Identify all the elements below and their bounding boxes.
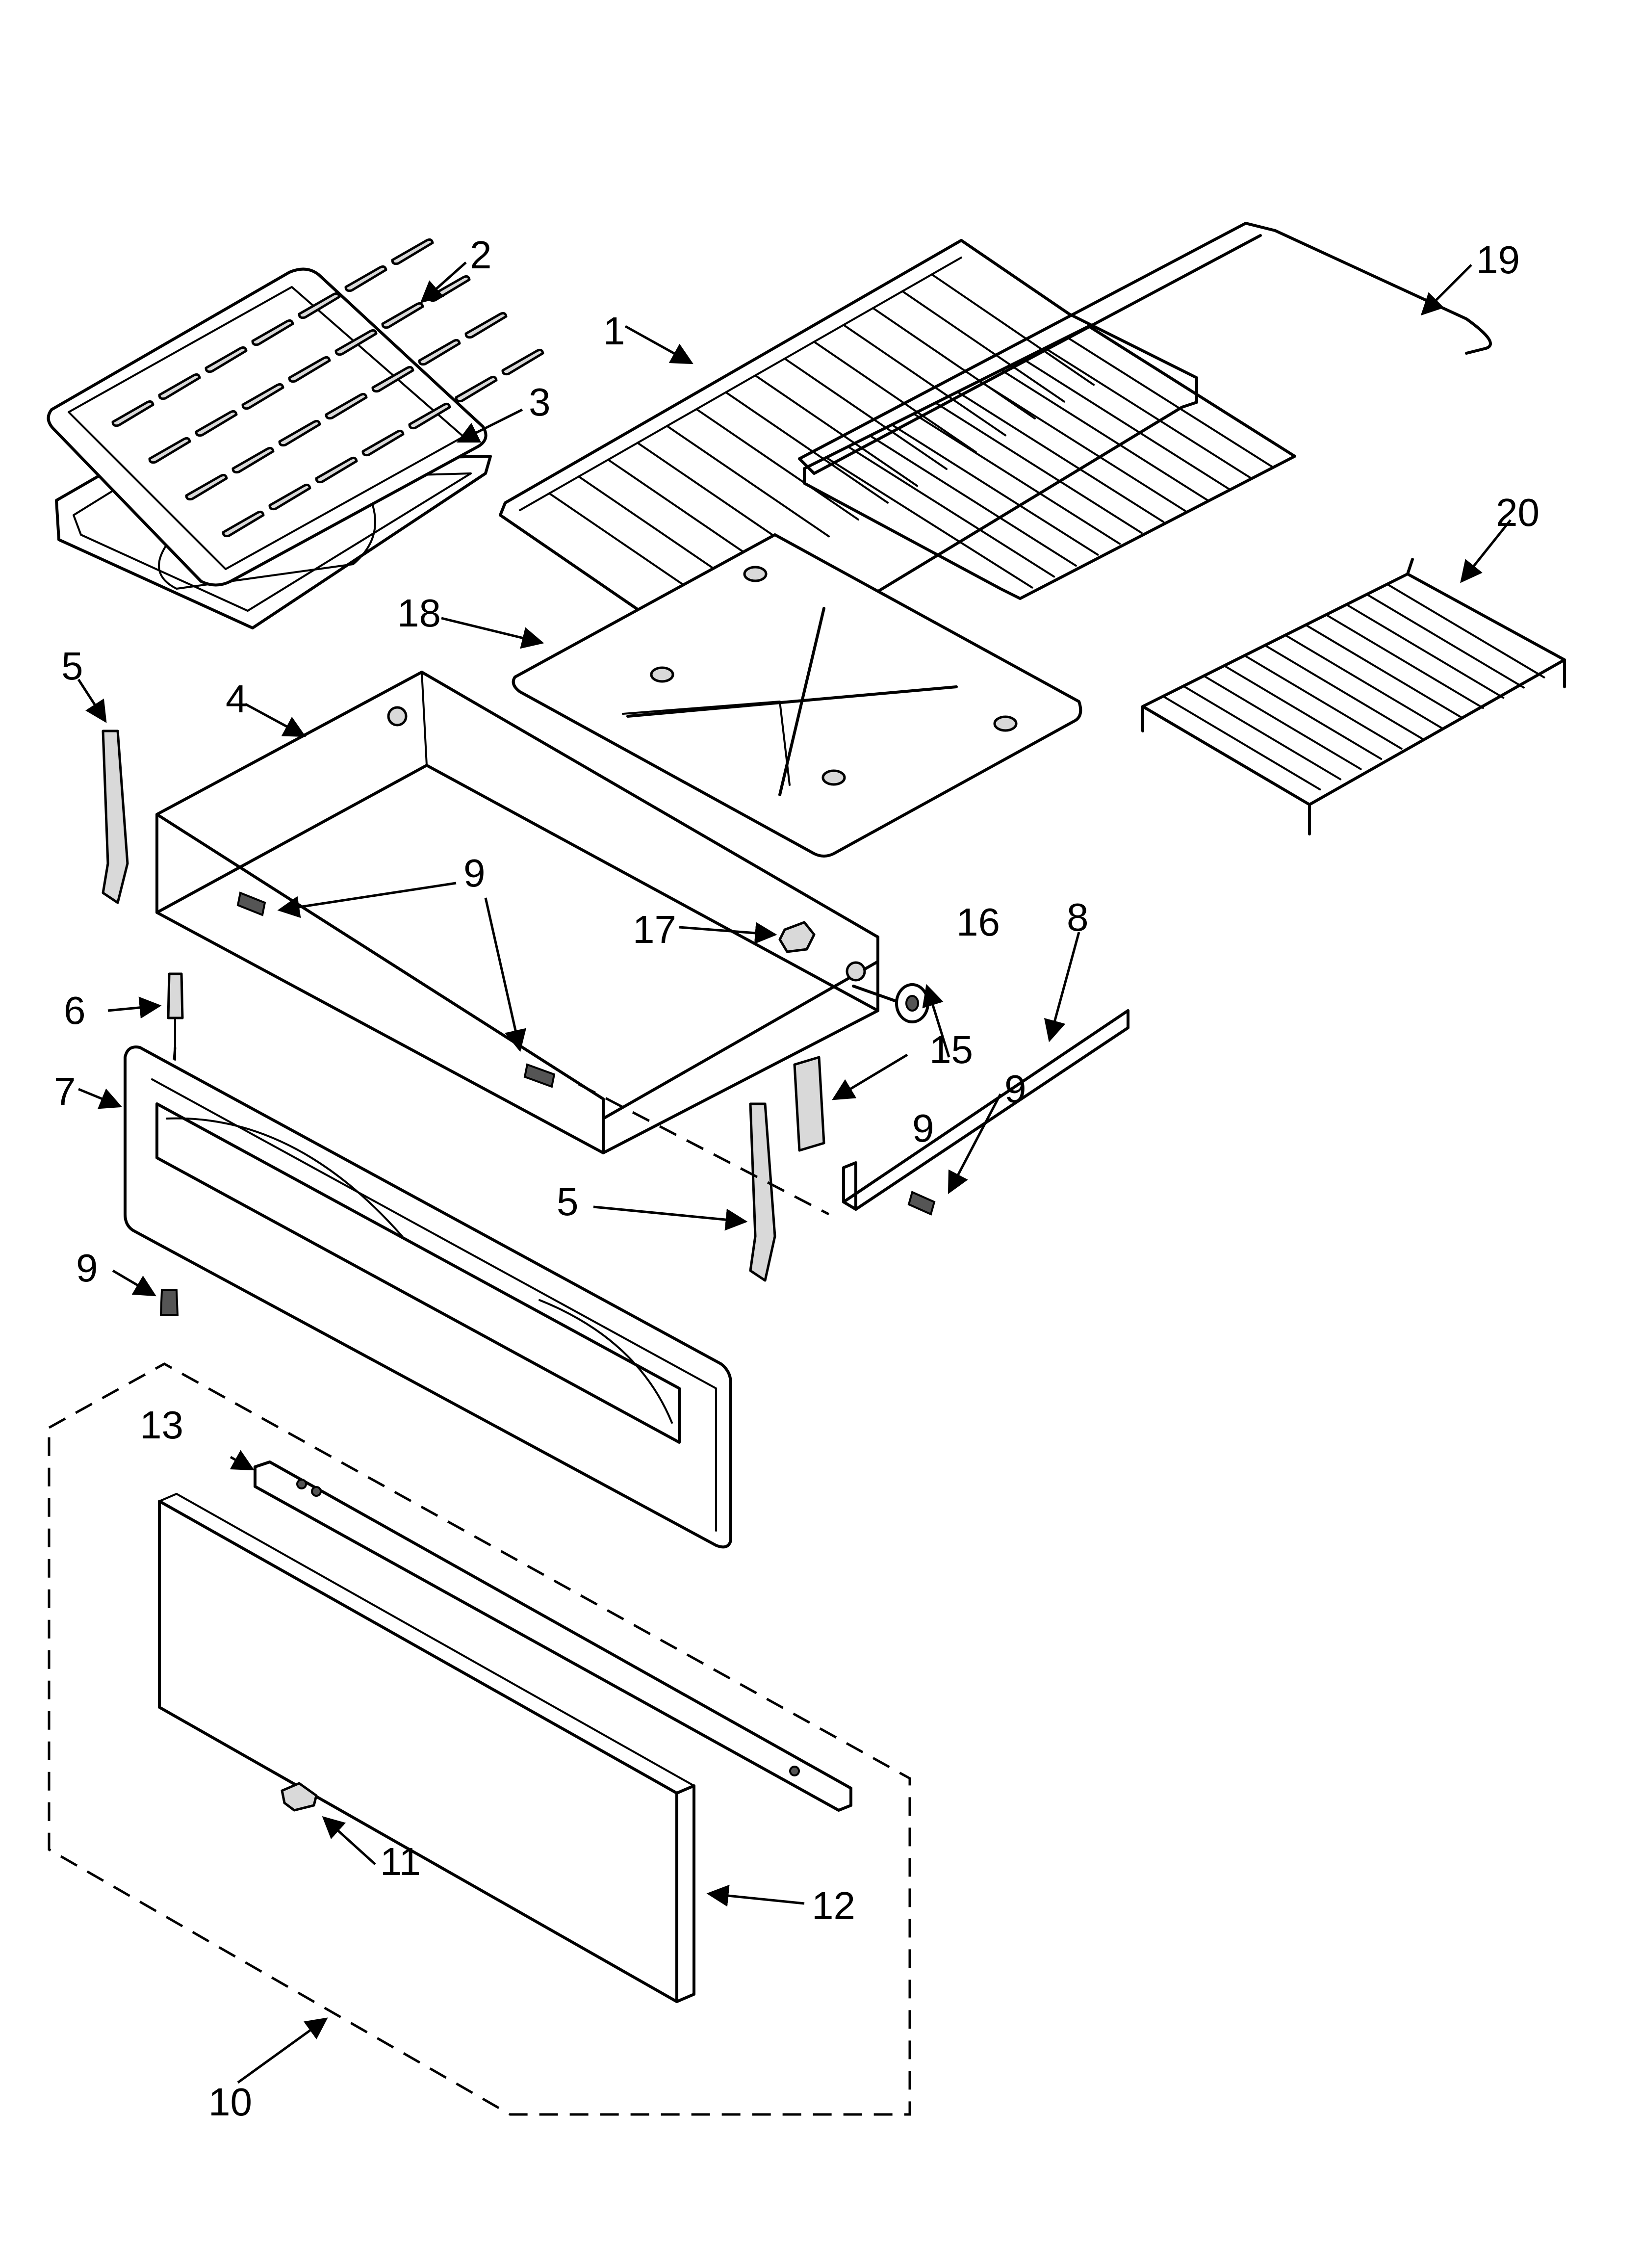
sliding-rack-part (803, 325, 1296, 600)
drawer-front-part (124, 1045, 732, 1549)
nut-part (778, 921, 816, 953)
callout-label: 17 (633, 908, 676, 951)
callout-label: 6 (64, 989, 86, 1032)
screw-part (159, 891, 936, 1316)
callout-label: 9 (1004, 1067, 1026, 1111)
callout-label: 7 (54, 1069, 76, 1113)
callout-label: 18 (397, 591, 441, 635)
callout-label: 12 (812, 1884, 855, 1928)
roller-part (852, 983, 929, 1023)
trim-strip-part (254, 1460, 852, 1812)
callout-label: 1 (603, 309, 625, 353)
callout-label: 16 (956, 900, 1000, 944)
callout-label: 13 (140, 1403, 183, 1447)
assembly-enclosure-outline (48, 1362, 911, 2116)
callout-label: 10 (208, 2080, 252, 2124)
callout-label: 19 (1476, 238, 1520, 282)
drawer-panel-part (158, 1493, 695, 2003)
leader-lines (77, 261, 1512, 2084)
stud-part (167, 972, 184, 1061)
callout-label: 3 (529, 380, 551, 424)
badge-part (281, 1782, 318, 1812)
oven-bottom-part (512, 533, 1082, 858)
callout-label: 8 (1067, 895, 1089, 939)
half-rack-part (1141, 558, 1566, 835)
callout-label: 9 (76, 1246, 98, 1290)
callout-label: 15 (929, 1028, 973, 1071)
callout-label: 9 (463, 851, 486, 895)
bracket-part (793, 1056, 825, 1152)
drawer-slide-left-part (102, 730, 129, 904)
callout-label: 9 (912, 1106, 934, 1150)
drawer-rail-part (842, 1009, 1129, 1211)
broiler-grid-part (47, 238, 544, 587)
callout-label: 4 (226, 677, 248, 721)
callout-label: 2 (470, 233, 492, 277)
callout-label: 5 (557, 1180, 579, 1224)
callout-label: 20 (1496, 491, 1539, 534)
callout-label: 11 (380, 1840, 421, 1883)
drawer-slide-right-part (749, 1102, 776, 1282)
drawer-body-part (155, 671, 879, 1154)
callout-label: 5 (61, 644, 83, 688)
